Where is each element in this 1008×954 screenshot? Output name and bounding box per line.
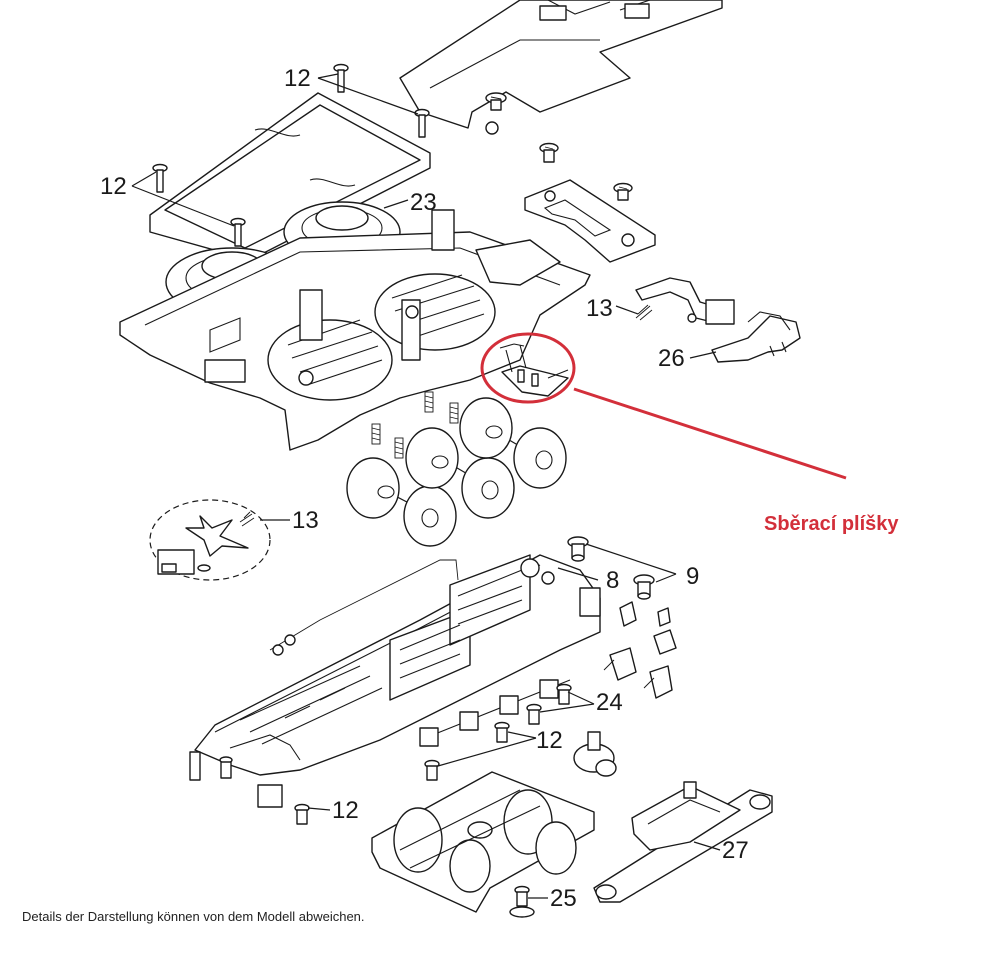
contact-parts (603, 601, 677, 699)
pin-9-upper (567, 536, 589, 562)
screw-12-d (230, 217, 246, 247)
top-body-plate (399, 0, 723, 135)
screw-top-plate (485, 92, 507, 111)
coupler-detail-left (149, 499, 271, 581)
callout-12-low: 12 (332, 797, 359, 824)
coupler-26 (711, 311, 801, 363)
bracket-27 (593, 781, 773, 903)
callout-12-left: 12 (100, 173, 127, 200)
screw-12-a (333, 63, 349, 93)
callout-8: 8 (606, 567, 619, 594)
screw-right (613, 182, 633, 201)
pin-12-mid (494, 721, 510, 743)
pin-24-a (556, 683, 572, 705)
springs (371, 391, 459, 459)
highlight-circle (480, 332, 576, 404)
callout-24: 24 (596, 689, 623, 716)
screw-mid (539, 142, 559, 163)
pin-12-low-b (294, 803, 310, 825)
callout-13-right: 13 (586, 295, 613, 322)
upper-chassis-frame (119, 209, 591, 451)
leader-lines (131, 73, 721, 899)
footer-note: Details der Darstellung können von dem M… (22, 909, 365, 924)
callout-9: 9 (686, 563, 699, 590)
callout-12-top: 12 (284, 65, 311, 92)
pin-12-low-a (424, 759, 440, 781)
callout-12-mid: 12 (536, 727, 563, 754)
gear-part (573, 731, 617, 777)
pin-25 (509, 885, 535, 918)
pin-9-lower (633, 574, 655, 600)
callout-25: 25 (550, 885, 577, 912)
wheelset-2 (405, 427, 515, 519)
callout-23: 23 (410, 189, 437, 216)
bogie (371, 771, 595, 913)
right-bracket-plate (524, 179, 656, 263)
pin-24-b (526, 703, 542, 725)
coupler-lever-right (635, 277, 735, 325)
coupler-spring-right (635, 304, 653, 321)
lower-chassis-frame (189, 554, 601, 808)
wheelset-1 (346, 457, 457, 547)
speaker-cover (149, 92, 431, 261)
callout-27: 27 (722, 837, 749, 864)
highlight-arrow (573, 387, 847, 480)
wheelset-3 (459, 397, 567, 489)
annotation-label: Sběrací plíšky (764, 513, 899, 535)
screw-12-c (152, 163, 168, 193)
current-collector-plates (499, 343, 569, 397)
callout-26: 26 (658, 345, 685, 372)
callout-13-left: 13 (292, 507, 319, 534)
pin-left-rear (219, 756, 233, 779)
